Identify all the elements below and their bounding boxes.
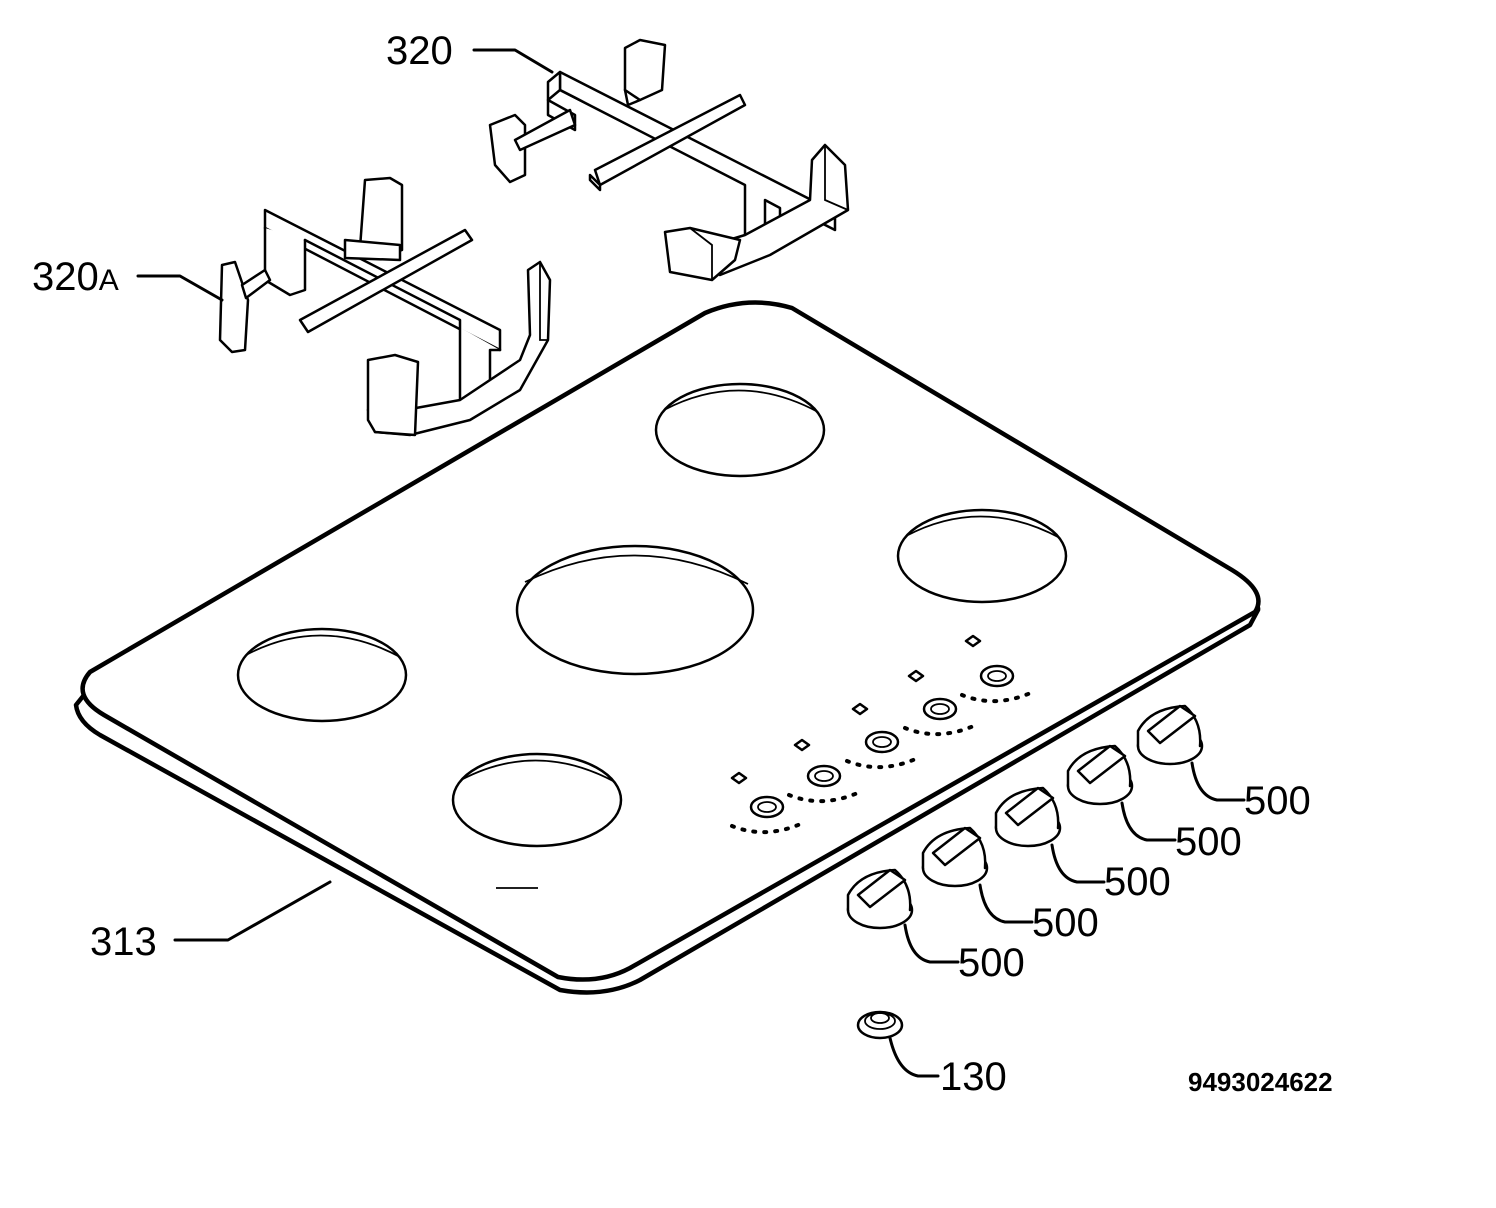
knob-2 [921,826,989,888]
spindle-hole-2 [787,738,864,804]
burner-hole-rear-right [896,508,1068,604]
leader-320A [136,274,224,302]
leader-knob-3 [1050,843,1106,884]
label-130: 130 [940,1055,1007,1099]
burner-hole-front-left [236,627,408,723]
leader-knob-5 [1190,761,1246,802]
spindle-hole-1 [730,771,807,835]
burner-hole-front-right [451,752,623,848]
control-knobs [846,704,1204,930]
leader-knob-1 [903,923,960,964]
control-spindle-holes [730,634,1037,835]
burner-holes [236,382,1068,848]
spindle-hole-5 [960,634,1037,704]
knob-5 [1136,704,1204,766]
spindle-hole-3 [845,702,922,770]
hob-top-313 [73,300,1261,995]
leader-knob-2 [978,883,1034,924]
pan-support-320A [218,176,552,437]
knob-1 [846,868,914,930]
knob-3 [994,786,1062,848]
leader-lines [136,48,1246,1078]
label-320A: 320A [32,255,119,299]
part-labels: 320 320A 313 500 500 500 500 500 130 949… [32,29,1333,1099]
leader-knob-4 [1120,801,1177,842]
label-knob-3: 500 [1104,860,1171,904]
burner-hole-center-large [515,544,755,676]
leader-130 [888,1036,940,1078]
spindle-hole-4 [903,669,980,737]
knob-cap-130 [856,1010,904,1040]
drawing-code: 9493024622 [1188,1067,1333,1097]
pan-support-320 [488,38,850,282]
leader-313 [173,880,332,942]
label-knob-1: 500 [958,941,1025,985]
leader-320 [472,48,554,74]
label-knob-2: 500 [1032,901,1099,945]
knob-4 [1066,744,1134,806]
burner-hole-rear-left [654,382,826,478]
label-313: 313 [90,920,157,964]
label-knob-5: 500 [1244,779,1311,823]
label-knob-4: 500 [1175,820,1242,864]
label-320: 320 [386,29,453,73]
